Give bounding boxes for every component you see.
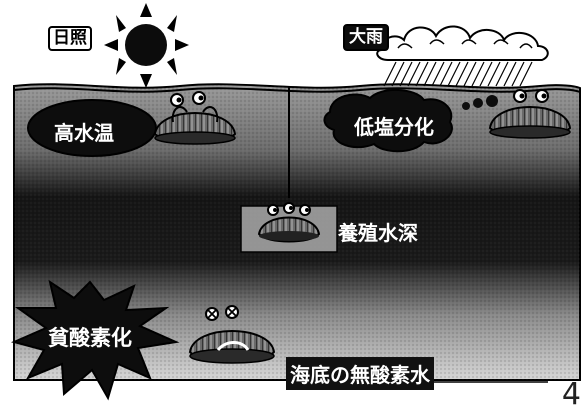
- heavy-rain-tag: 大雨: [343, 24, 389, 51]
- sun-icon: [104, 3, 189, 88]
- burst-icon: [10, 279, 180, 401]
- culture-depth-label: 養殖水深: [338, 221, 418, 245]
- shellfish-icon: [153, 91, 237, 145]
- low-salinity-cloud: [323, 88, 498, 153]
- rain-cloud-icon: [376, 25, 549, 87]
- low-salinity-label: 低塩分化: [354, 115, 434, 139]
- page-number: 4: [561, 377, 581, 412]
- shellfish-icon: [240, 202, 338, 253]
- high-temp-label: 高水温: [54, 121, 114, 145]
- anoxic-water-label: 海底の無酸素水: [286, 357, 434, 390]
- hypoxia-label: 貧酸素化: [48, 326, 132, 350]
- shellfish-icon: [188, 305, 276, 364]
- sunlight-tag: 日照: [48, 26, 92, 51]
- shellfish-icon: [488, 89, 572, 139]
